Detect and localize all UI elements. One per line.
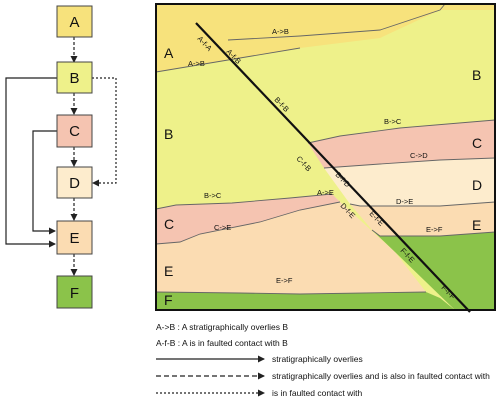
legend: A->B : A stratigraphically overlies B A-… [156,322,490,398]
fault-line [195,22,471,313]
legend-line-dashed-text: stratigraphically overlies and is also i… [272,371,490,381]
flow-node-f: F [56,275,93,309]
legend-line-dotted-text: is in faulted contact with [272,388,363,398]
node-label-b: B [69,70,79,87]
unit-a-area [156,4,495,72]
unit-c-area-left [156,194,340,244]
node-label-d: D [69,175,80,192]
flow-node-b: B [56,61,93,94]
contact-d-e: D->E [396,197,413,206]
contact-b-c-left: B->C [204,191,222,200]
node-label-e: E [69,230,79,247]
flow-arrows [5,37,117,276]
arrow-b-to-e [5,77,57,248]
unit-label-b-right: B [472,67,481,83]
unit-label-c-right: C [472,135,482,151]
cross-section: A B C E F B C D E A->B A->B B->C C->D B-… [155,3,496,313]
unit-e-area-right [350,202,495,236]
relationship-flowchart: A B C D E F [5,5,117,309]
contact-e-f-left: E->F [276,276,293,285]
arrow-c-to-e [32,130,57,235]
unit-label-d-right: D [472,177,482,193]
unit-label-b-left: B [164,126,173,142]
node-label-a: A [69,14,79,31]
legend-def-faulted: A-f-B : A is in faulted contact with B [156,338,288,348]
flow-node-a: A [56,5,93,38]
flow-node-d: D [56,166,93,199]
unit-label-e-right: E [472,217,481,233]
arrow-b-to-d-fault [92,77,117,187]
unit-label-e-left: E [164,263,173,279]
unit-d-area [324,158,495,206]
unit-label-a-left: A [164,45,174,61]
section-frame [155,3,496,311]
unit-f-area-right [372,230,495,310]
contact-c-d: C->D [410,151,428,160]
legend-line-solid-text: stratigraphically overlies [272,354,363,364]
flow-node-e: E [56,220,93,255]
contact-e-f-right: E->F [426,225,443,234]
contact-c-e: C->E [214,223,231,232]
unit-label-c-left: C [164,216,174,232]
contact-a-e: A->E [317,188,334,197]
legend-def-overlies: A->B : A stratigraphically overlies B [156,322,288,332]
contact-a-b-top: A->B [272,27,289,36]
node-label-c: C [69,123,80,140]
node-label-f: F [70,285,79,302]
unit-f-area-bottom [156,292,455,310]
unit-label-f-left: F [164,292,173,308]
flow-node-c: C [56,114,93,148]
unit-c-area-right [308,120,495,168]
contact-a-b-left: A->B [188,59,205,68]
contact-b-c-right: B->C [384,117,402,126]
contact-lines [155,3,496,295]
